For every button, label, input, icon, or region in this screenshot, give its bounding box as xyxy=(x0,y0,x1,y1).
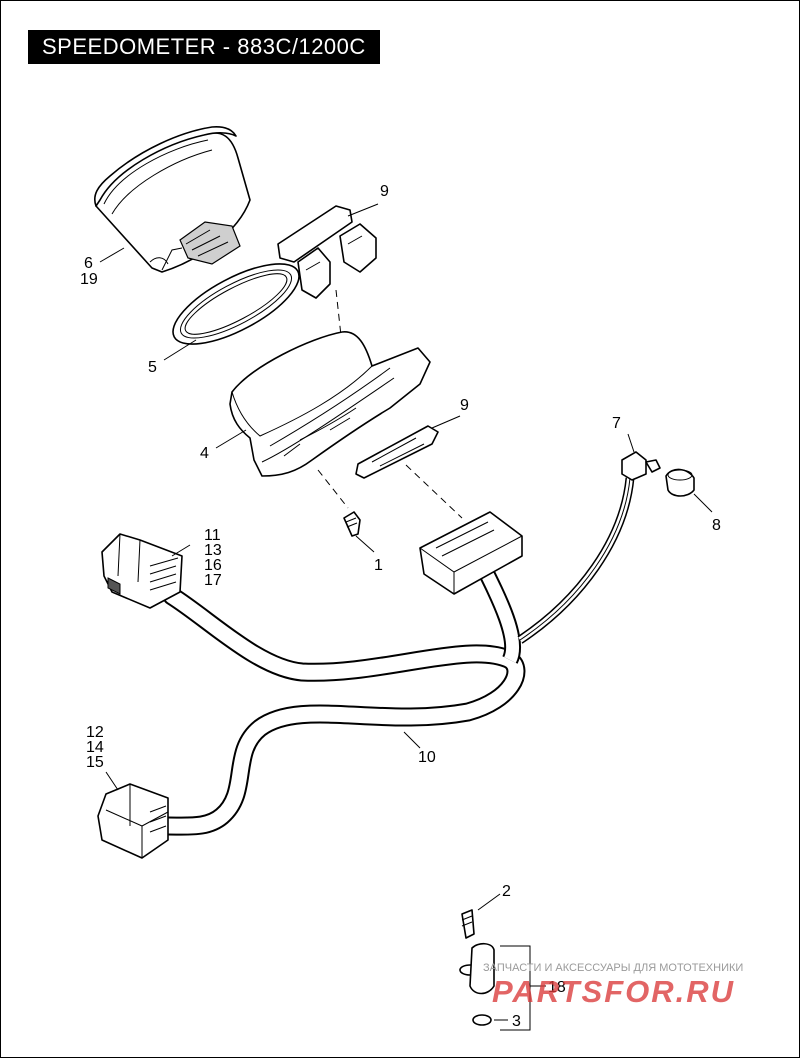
callout-8: 8 xyxy=(712,517,721,534)
callout-10: 10 xyxy=(418,749,436,766)
speed-sensor-assembly xyxy=(459,909,531,1031)
callout-11: 11 xyxy=(204,527,221,544)
callout-12: 12 xyxy=(86,724,104,741)
lower-gasket-part xyxy=(355,425,439,479)
page-title: SPEEDOMETER - 883C/1200C xyxy=(28,30,380,64)
callout-6: 6 xyxy=(84,255,93,272)
callout-9-lower: 9 xyxy=(460,397,469,414)
alignment-line-screw xyxy=(317,469,349,509)
screw-part xyxy=(343,511,361,537)
speedometer-housing-part xyxy=(229,331,431,477)
lamp-cap-part xyxy=(665,468,695,497)
alignment-line-connector xyxy=(405,464,463,519)
callout-7: 7 xyxy=(612,415,621,432)
wiring-harness-part xyxy=(158,477,635,836)
callout-3: 3 xyxy=(512,1013,521,1030)
harness-left-lower-connector xyxy=(97,783,169,859)
callout-15: 15 xyxy=(86,754,104,771)
callout-5: 5 xyxy=(148,359,157,376)
callout-4: 4 xyxy=(200,445,209,462)
callout-9-upper: 9 xyxy=(380,183,389,200)
callout-16: 16 xyxy=(204,557,222,574)
callout-1: 1 xyxy=(374,557,383,574)
seal-ring-part xyxy=(172,263,300,345)
watermark-logo: PARTSFOR.RU xyxy=(492,974,736,1009)
harness-left-upper-connector xyxy=(101,533,183,609)
callout-2: 2 xyxy=(502,883,511,900)
harness-instrument-connector xyxy=(419,511,523,595)
callout-17: 17 xyxy=(204,572,222,589)
callout-leaders xyxy=(99,203,713,1021)
callout-13: 13 xyxy=(204,542,222,559)
indicator-lamp-part xyxy=(621,451,661,481)
alignment-line-upper xyxy=(335,289,343,346)
callout-18: 18 xyxy=(548,979,566,996)
callout-14: 14 xyxy=(86,739,104,756)
speedometer-gauge-part xyxy=(94,126,251,273)
callout-19: 19 xyxy=(80,271,98,288)
watermark-caption: ЗАПЧАСТИ И АКСЕССУАРЫ ДЛЯ МОТОТЕХНИКИ xyxy=(483,962,744,974)
callout-labels: 9 6 19 5 9 4 7 8 1 11 13 16 17 10 12 14 … xyxy=(80,183,721,1030)
upper-connector-part xyxy=(277,205,377,299)
